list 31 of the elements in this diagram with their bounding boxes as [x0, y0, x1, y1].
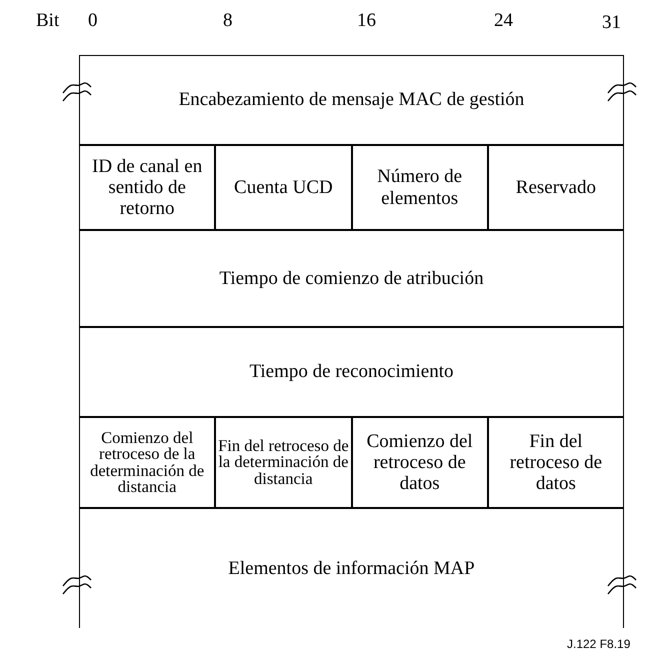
bit-number: 31	[602, 12, 621, 34]
packet-field	[215, 145, 352, 230]
field-label: Comienzo del retroceso de datos	[366, 430, 474, 494]
field-label: Elementos de información MAP	[228, 558, 475, 580]
packet-field	[215, 417, 352, 508]
bit-axis-label: Bit	[36, 10, 60, 32]
packet-field	[79, 55, 624, 145]
field-label: Tiempo de reconocimiento	[249, 361, 454, 383]
packet-field	[79, 508, 624, 628]
bit-number: 16	[357, 10, 376, 32]
field-label: Cuenta UCD	[234, 176, 333, 198]
packet-field	[352, 145, 488, 230]
field-label: Comienzo del retroceso de la determinación de distancia	[89, 430, 206, 495]
field-label: Reservado	[516, 176, 596, 198]
field-label: Encabezamiento de mensaje MAC de gestión	[178, 89, 524, 111]
packet-field	[488, 145, 624, 230]
field-label: Fin del retroceso de datos	[508, 430, 604, 494]
figure-id: J.122 F8.19	[567, 637, 630, 651]
packet-field	[352, 417, 488, 508]
packet-field	[79, 327, 624, 417]
field-label: Fin del retroceso de la determinación de distancia	[217, 438, 350, 487]
field-label: ID de canal en sentido de retorno	[91, 156, 204, 220]
packet-field	[79, 230, 624, 327]
bit-number: 8	[223, 10, 232, 32]
bit-number: 0	[88, 10, 98, 32]
packet-field	[488, 417, 624, 508]
packet-field	[79, 417, 216, 508]
field-label: Número de elementos	[376, 166, 464, 209]
bit-number: 24	[494, 10, 513, 32]
field-label: Tiempo de comienzo de atribución	[219, 268, 484, 290]
packet-field	[79, 145, 216, 230]
